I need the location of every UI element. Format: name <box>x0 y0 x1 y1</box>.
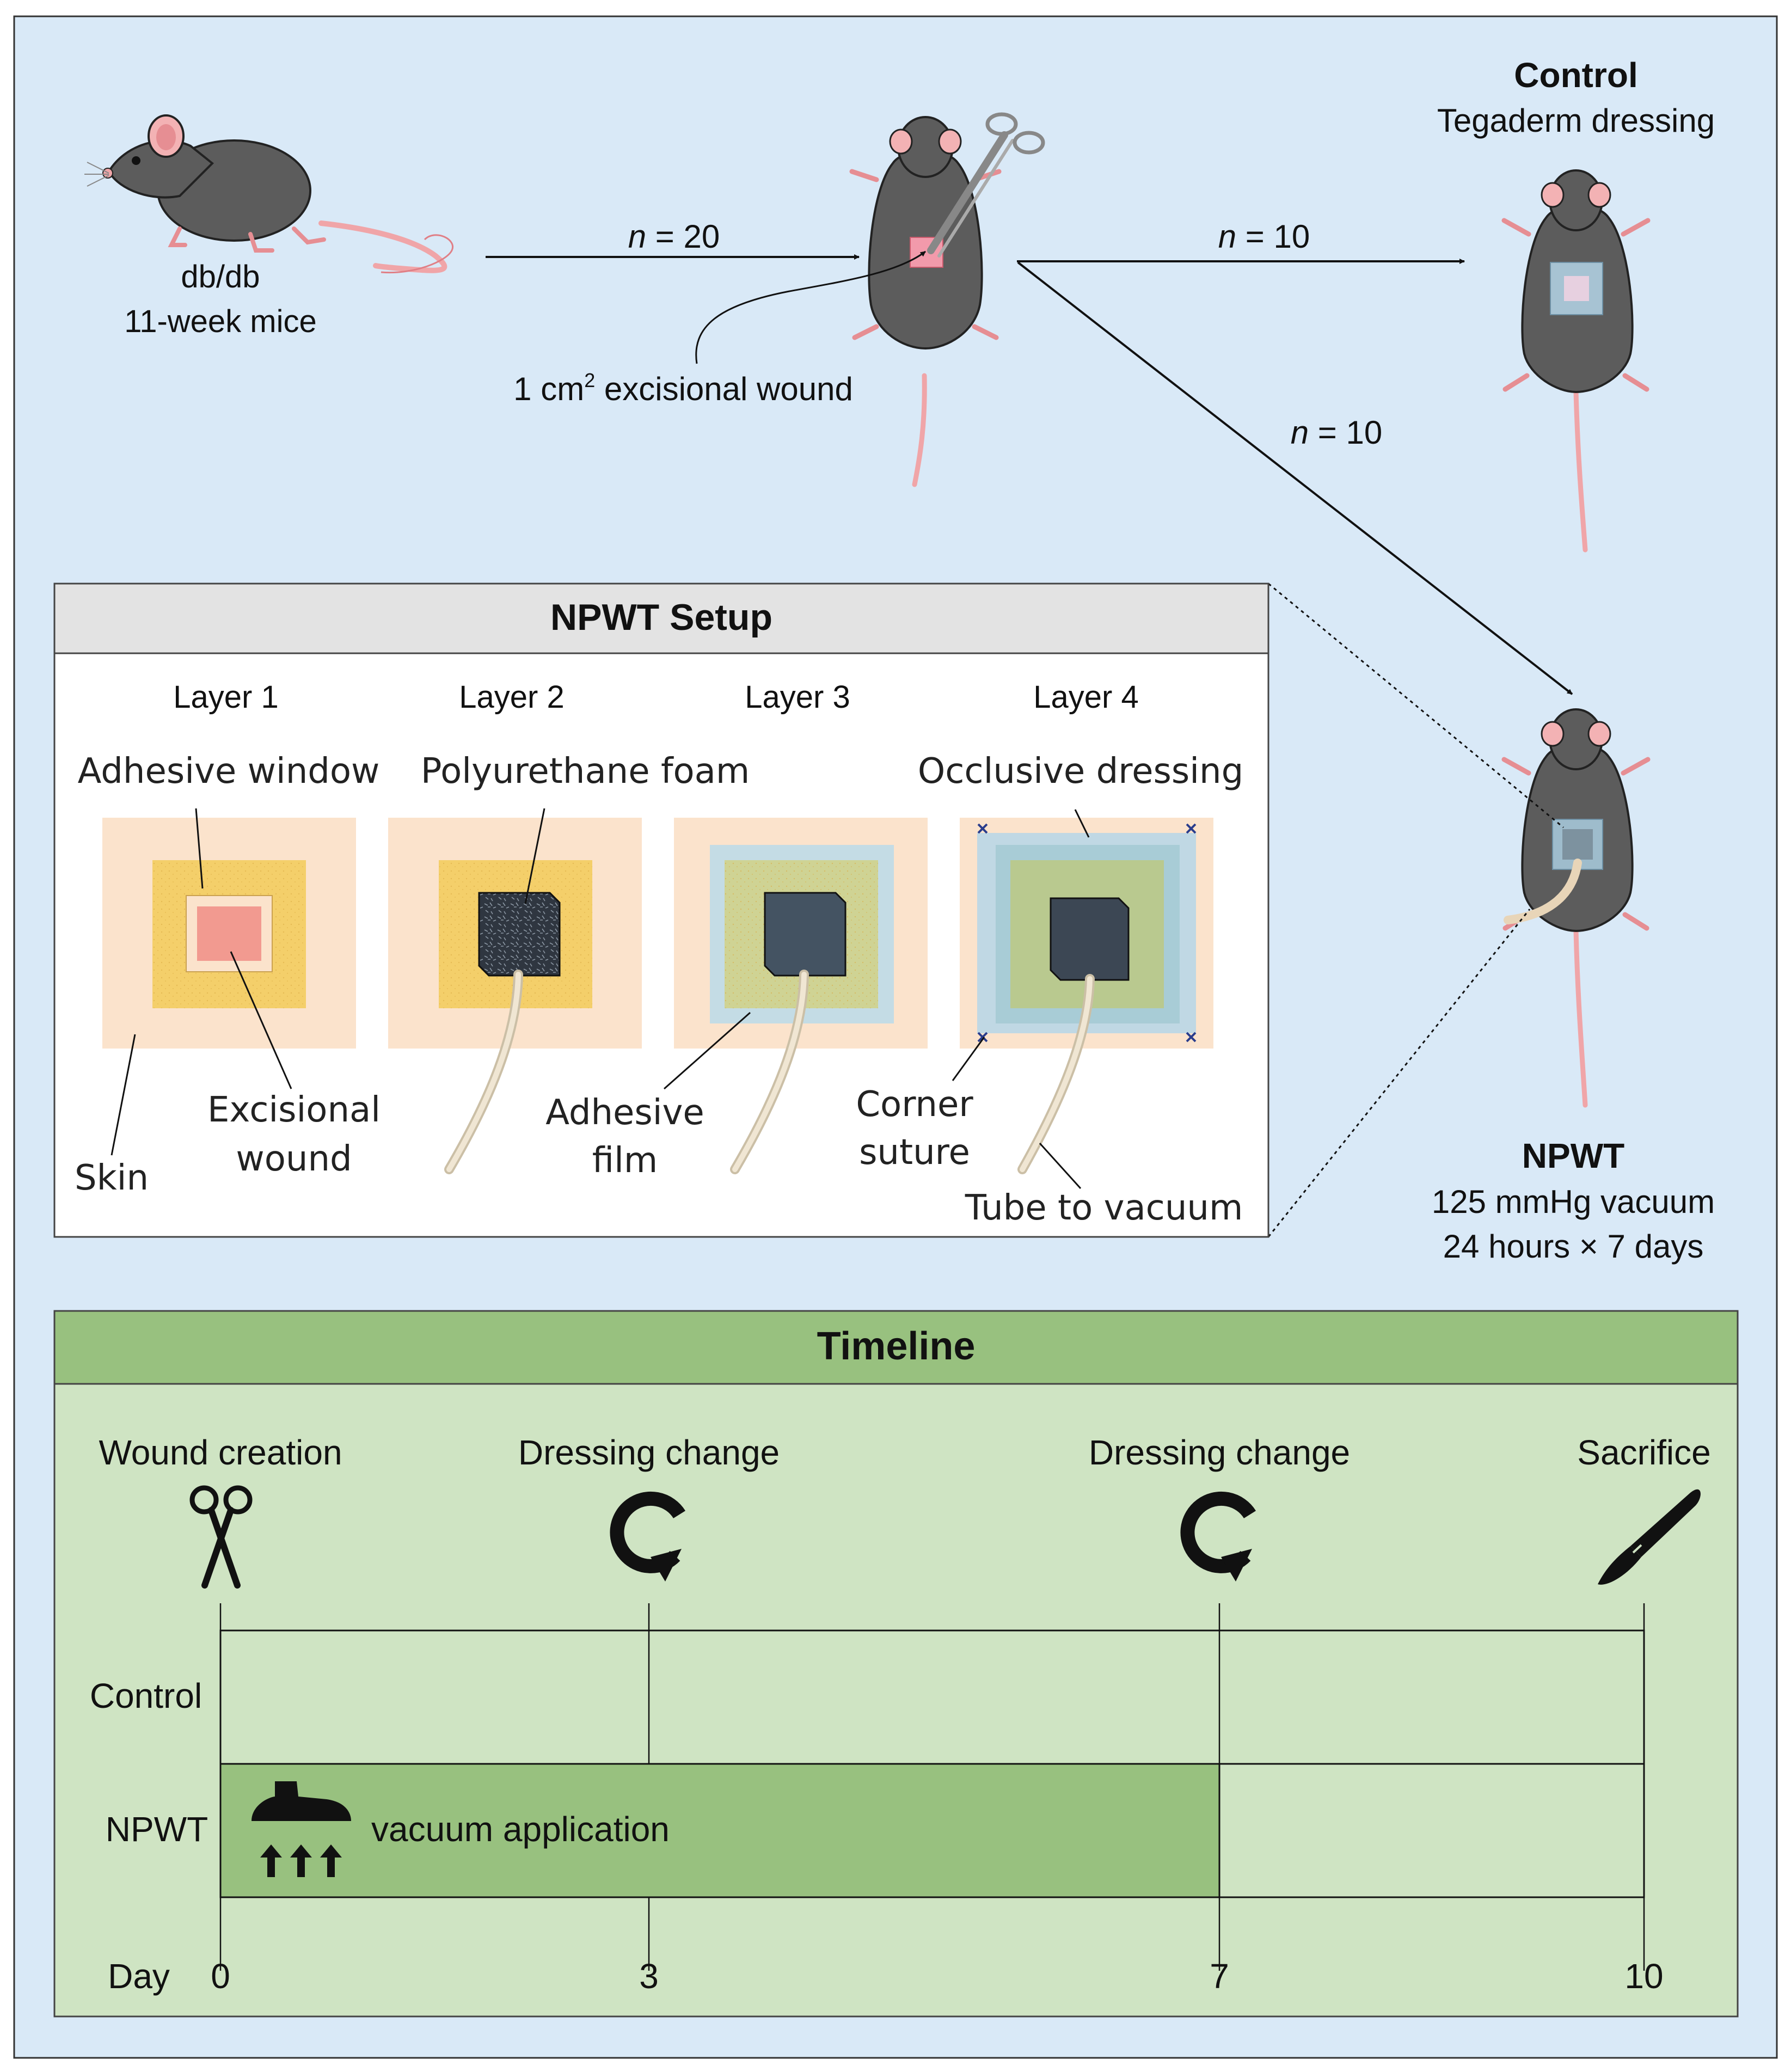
vacuum-icon <box>252 1781 351 1877</box>
layer-2-label: Layer 2 <box>459 679 564 715</box>
scissors-icon <box>189 1485 253 1589</box>
day-label: Day <box>108 1957 170 1996</box>
timeline-panel: Timeline Wound creation Dressing change … <box>53 1310 1739 2018</box>
wound-pointer-line <box>695 250 926 364</box>
arrow-npwt-label: n = 10 <box>1291 414 1383 451</box>
label-excisional-2: wound <box>236 1139 352 1179</box>
arrow-n20-label: n = 20 <box>628 218 720 255</box>
setup-leader-lines <box>111 808 1090 1190</box>
vacuum-application-bar <box>219 1763 1220 1898</box>
row-label-control: Control <box>90 1676 202 1715</box>
control-subtitle: Tegaderm dressing <box>1437 102 1715 139</box>
day-tick-0: 0 <box>211 1957 230 1996</box>
label-adhesive-window: Adhesive window <box>78 751 380 792</box>
event-wound-creation: Wound creation <box>99 1433 342 1472</box>
row-label-npwt: NPWT <box>106 1810 208 1849</box>
label-tube-to-vacuum: Tube to vacuum <box>965 1188 1243 1228</box>
day-tick-7: 7 <box>1210 1957 1229 1996</box>
arrow-to-npwt <box>1017 261 1573 695</box>
layer-1-label: Layer 1 <box>173 679 278 715</box>
dorsal-mouse-with-wound-icon <box>849 116 1002 487</box>
surgical-scissors-icon <box>927 112 1045 258</box>
event-dressing-change-2: Dressing change <box>1089 1433 1350 1472</box>
day-tick-3: 3 <box>639 1957 659 1996</box>
refresh-icon <box>1180 1491 1256 1581</box>
mouse-label-line2: 11-week mice <box>124 304 317 339</box>
zoom-line-top <box>1268 583 1564 829</box>
layer-4-label: Layer 4 <box>1033 679 1138 715</box>
control-title: Control <box>1514 56 1638 95</box>
label-corner-1: Corner <box>856 1084 973 1125</box>
label-occlusive-dressing: Occlusive dressing <box>918 751 1243 792</box>
vacuum-application-label: vacuum application <box>371 1810 670 1849</box>
label-excisional-1: Excisional <box>207 1090 381 1130</box>
label-adhesive-film-1: Adhesive <box>545 1093 704 1133</box>
npwt-line1: 125 mmHg vacuum <box>1432 1184 1715 1220</box>
arrow-control-label: n = 10 <box>1218 218 1310 255</box>
label-skin: Skin <box>75 1158 149 1198</box>
npwt-setup-panel: NPWT Setup Layer 1 Layer 2 Layer 3 Layer… <box>53 583 1269 1238</box>
control-row-bar <box>219 1629 1645 1765</box>
refresh-icon <box>610 1491 686 1581</box>
layer-3-label: Layer 3 <box>745 679 850 715</box>
layer-1-illustration <box>102 818 356 1049</box>
layer-3-illustration <box>674 818 928 1174</box>
side-view-mouse-icon <box>84 114 454 274</box>
day-tick-10: 10 <box>1624 1957 1663 1996</box>
zoom-line-bottom <box>1267 909 1531 1237</box>
setup-title: NPWT Setup <box>550 597 772 638</box>
scalpel-icon <box>1598 1489 1701 1585</box>
layer-2-illustration <box>388 818 642 1174</box>
npwt-line2: 24 hours × 7 days <box>1443 1228 1704 1265</box>
layer-4-illustration <box>960 818 1213 1174</box>
npwt-mouse-icon <box>1501 708 1651 1108</box>
mouse-label-line1: db/db <box>181 259 260 295</box>
timeline-title: Timeline <box>817 1325 976 1368</box>
event-sacrifice: Sacrifice <box>1577 1433 1710 1472</box>
label-adhesive-film-2: film <box>592 1141 658 1181</box>
event-dressing-change-1: Dressing change <box>518 1433 780 1472</box>
npwt-title: NPWT <box>1522 1136 1624 1175</box>
control-mouse-icon <box>1501 169 1651 553</box>
label-polyurethane-foam: Polyurethane foam <box>421 751 750 792</box>
wound-label: 1 cm2 excisional wound <box>513 369 853 407</box>
label-corner-2: suture <box>859 1132 970 1173</box>
